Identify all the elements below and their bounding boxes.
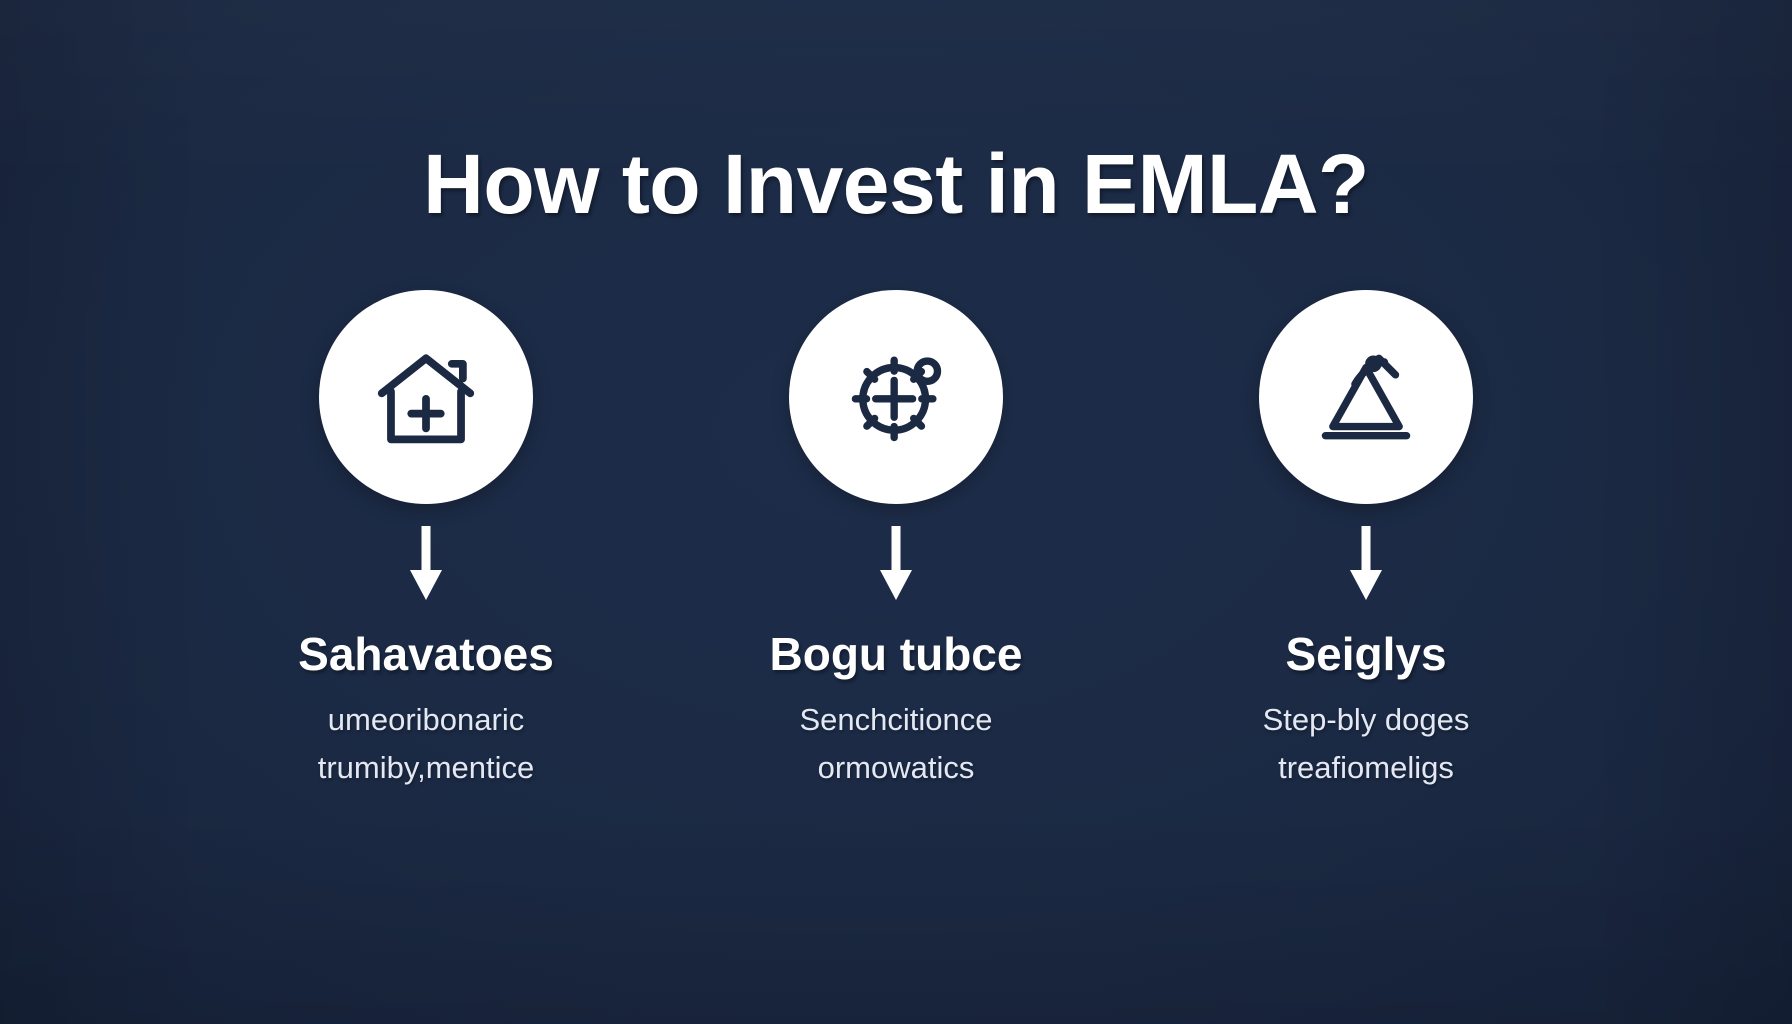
step-3-body-line-1: Step-bly doges: [1262, 702, 1470, 738]
page-title: How to Invest in EMLA?: [423, 137, 1369, 232]
arrow-down-icon: [880, 526, 912, 600]
step-3-body: Step-bly doges treafiomeligs: [1263, 696, 1470, 792]
document-pen-stamp-icon: [1321, 354, 1411, 440]
step-2-body-line-1: Senchcitionce: [799, 702, 993, 738]
steps-container: Sahavatoes umeoribonaric trumiby,mentice: [0, 290, 1792, 792]
gear-cross-target-icon: [851, 356, 942, 442]
step-2-heading: Bogu tubce: [769, 628, 1023, 680]
step-3-body-line-2: treafiomeligs: [1278, 750, 1454, 786]
step-column-2: Bogu tubce Senchcitionce ormowatics: [661, 290, 1131, 792]
step-column-3: Seiglys Step-bly doges treafiomeligs: [1131, 290, 1601, 792]
step-3-icon-circle: [1259, 290, 1473, 504]
step-1-body-line-2: trumiby,mentice: [317, 750, 535, 786]
arrow-down-icon: [410, 526, 442, 600]
arrow-down-icon: [1350, 526, 1382, 600]
step-3-heading: Seiglys: [1285, 628, 1447, 680]
step-1-heading: Sahavatoes: [298, 628, 554, 680]
step-2-icon-circle: [789, 290, 1003, 504]
step-1-body-line-1: umeoribonaric: [327, 702, 525, 738]
step-1-icon-circle: [319, 290, 533, 504]
hospital-house-cross-icon: [377, 354, 475, 444]
step-2-body: Senchcitionce ormowatics: [799, 696, 992, 792]
step-column-1: Sahavatoes umeoribonaric trumiby,mentice: [191, 290, 661, 792]
step-2-body-line-2: ormowatics: [817, 750, 975, 786]
step-1-body: umeoribonaric trumiby,mentice: [318, 696, 535, 792]
